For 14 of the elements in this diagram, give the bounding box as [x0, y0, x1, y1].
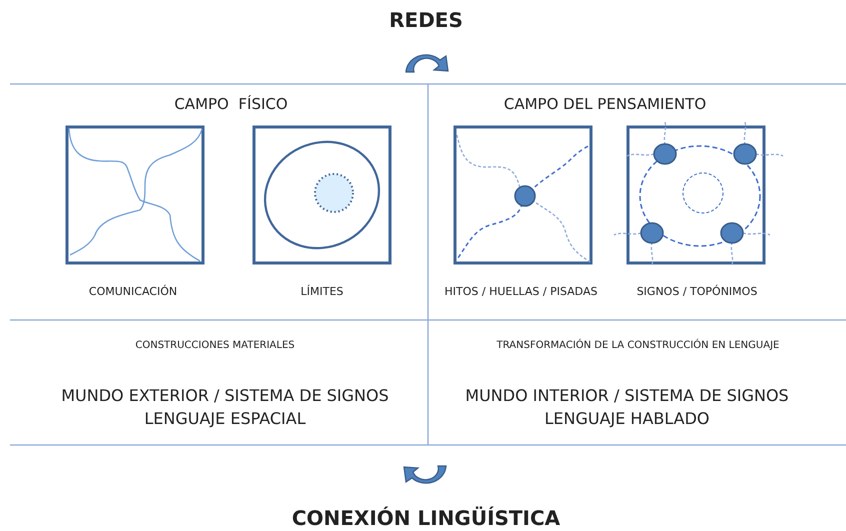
description: MUNDO INTERIOR / SISTEMA DE SIGNOS — [465, 386, 789, 405]
description: MUNDO EXTERIOR / SISTEMA DE SIGNOS — [61, 386, 389, 405]
item-label: LÍMITES — [300, 285, 344, 298]
description: LENGUAJE ESPACIAL — [144, 409, 306, 428]
caption: CONEXIÓN LINGÜÍSTICA — [292, 506, 560, 530]
description: LENGUAJE HABLADO — [544, 409, 710, 428]
item-label: HITOS / HUELLAS / PISADAS — [444, 285, 598, 298]
item-label: COMUNICACIÓN — [88, 285, 178, 298]
subheading: TRANSFORMACIÓN DE LA CONSTRUCCIÓN EN LENGUAJE — [496, 340, 780, 351]
title: REDES — [389, 8, 463, 32]
section-heading: CAMPO FÍSICO — [174, 95, 288, 113]
item-label: SIGNOS / TOPÓNIMOS — [636, 285, 758, 298]
section-heading: CAMPO DEL PENSAMIENTO — [504, 95, 706, 113]
subheading: CONSTRUCCIONES MATERIALES — [135, 340, 295, 351]
